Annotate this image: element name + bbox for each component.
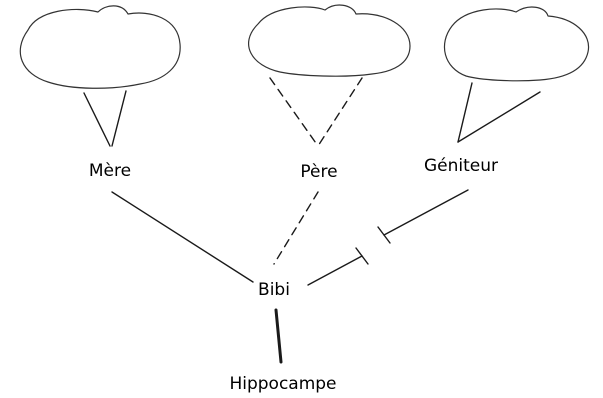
geniteur-inhibit-bar-lower	[355, 247, 369, 265]
pere-thought-cloud	[248, 4, 411, 77]
geniteur-inhibit-bar-upper	[377, 226, 391, 244]
pere-cloud-connector-right	[317, 77, 363, 147]
bibi-to-hippocampe-link	[274, 308, 283, 364]
pere-to-bibi-link	[273, 191, 319, 265]
geniteur-inhibit-line-upper	[383, 189, 469, 236]
geniteur-thought-cloud	[443, 6, 590, 82]
mere-cloud-connector-left	[83, 92, 111, 147]
mere-to-bibi-link	[111, 191, 254, 283]
mere-cloud-connector-right	[111, 90, 127, 147]
geniteur-label: Géniteur	[424, 156, 498, 176]
bibi-label: Bibi	[258, 280, 290, 300]
geniteur-cloud-connector-right	[457, 91, 541, 143]
pere-label: Père	[300, 162, 337, 182]
geniteur-inhibit-line-lower	[307, 255, 363, 286]
hippocampe-label: Hippocampe	[229, 374, 336, 394]
mere-label: Mère	[89, 161, 131, 181]
mere-thought-cloud	[19, 5, 181, 89]
geniteur-cloud-connector-left	[457, 82, 473, 143]
pere-cloud-connector-left	[269, 77, 319, 147]
